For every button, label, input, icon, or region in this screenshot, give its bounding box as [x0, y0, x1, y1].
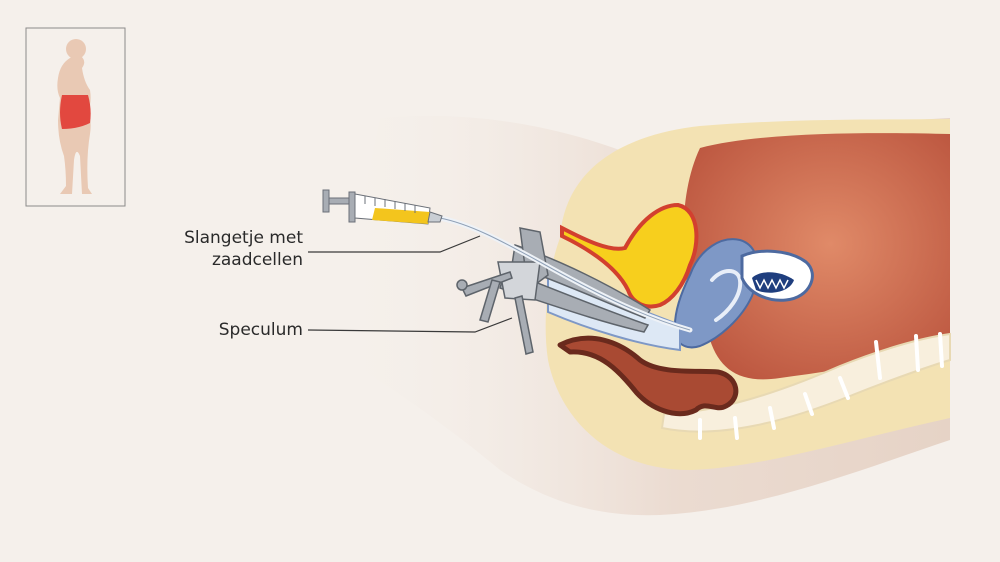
uterus: [674, 238, 814, 349]
leader-line-tube: [308, 235, 481, 253]
rectum: [557, 335, 739, 417]
leader-line-speculum: [307, 317, 513, 333]
bladder: [560, 202, 699, 309]
label-speculum: Speculum: [219, 319, 303, 341]
label-tube-line1: Slangetje met: [184, 228, 303, 248]
spine: [660, 332, 951, 440]
leader-lines: [307, 235, 513, 333]
syringe-icon: [322, 189, 443, 225]
thumbnail-body-icon: [25, 27, 126, 207]
label-speculum-text: Speculum: [218, 320, 303, 340]
label-tube-line2: zaadcellen: [211, 250, 303, 270]
label-tube: Slangetje met zaadcellen: [184, 227, 303, 271]
abdominal-cavity: [683, 133, 950, 380]
